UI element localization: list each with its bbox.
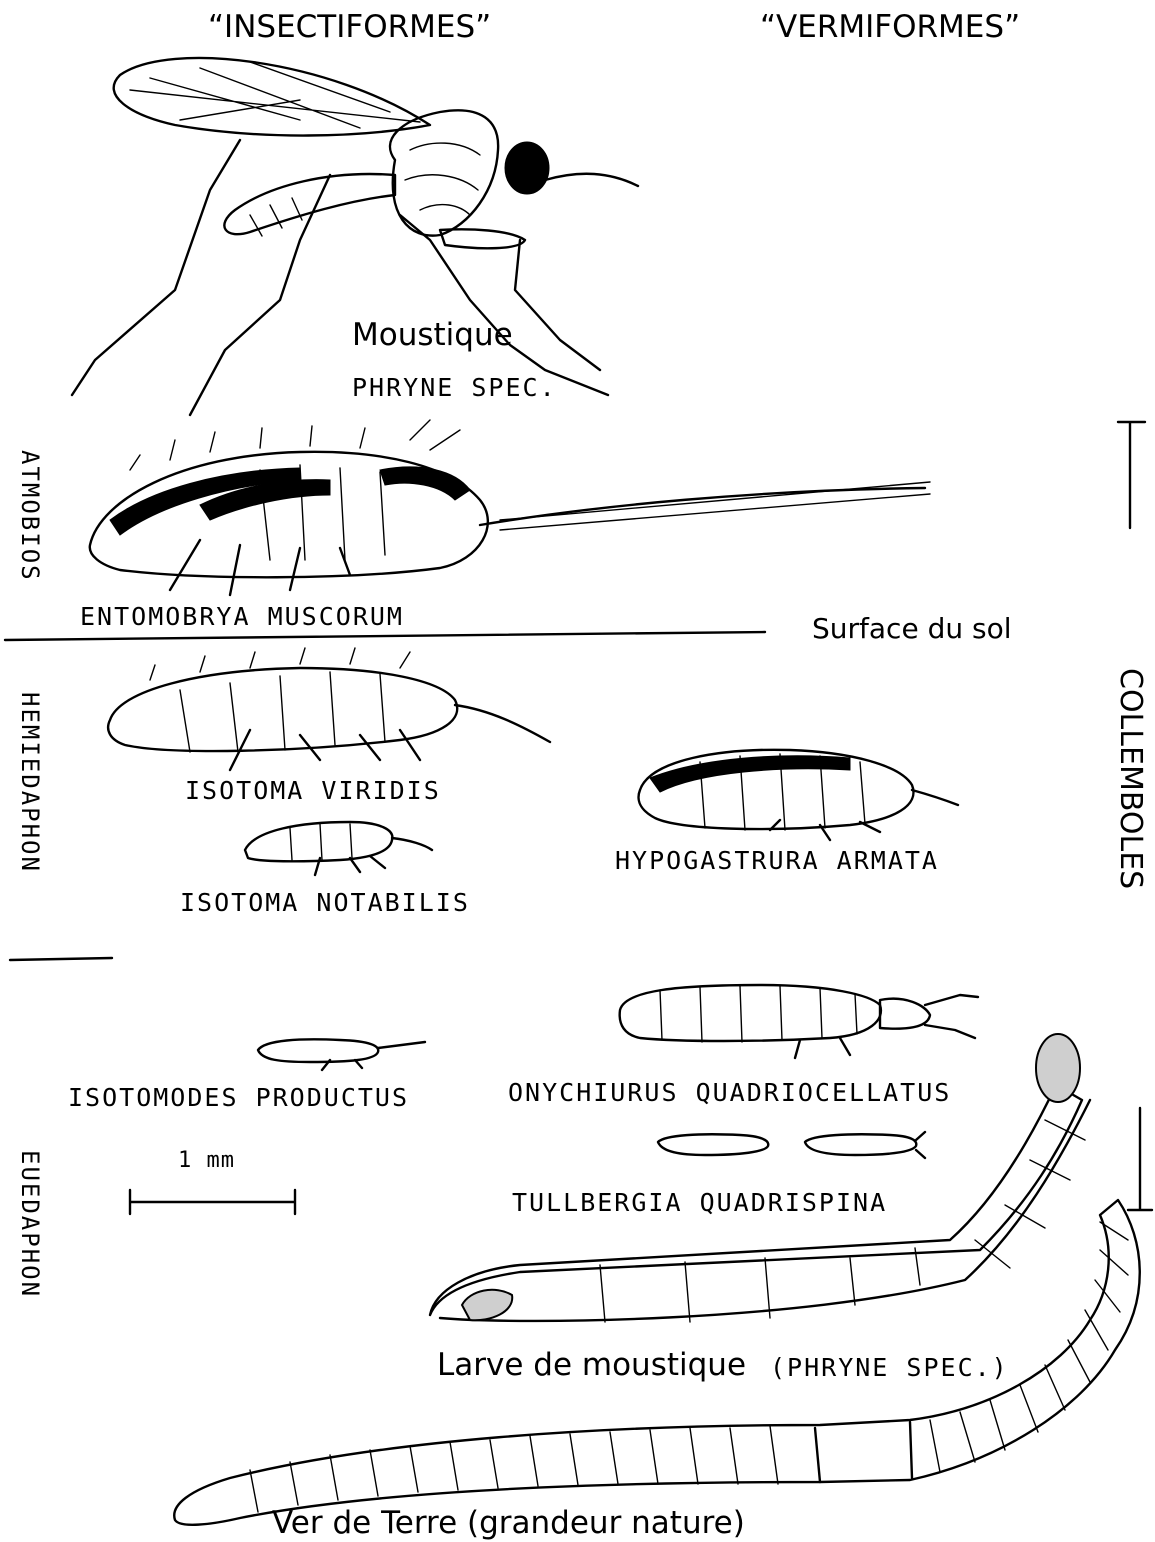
label-ver-de-terre: Ver de Terre (grandeur nature) [272, 1508, 745, 1539]
zone-label-atmobios: ATMOBIOS [18, 450, 42, 582]
label-isotoma-notabilis: ISOTOMA NOTABILIS [180, 890, 470, 915]
entomobrya-drawing [90, 420, 930, 595]
label-moustique: Moustique [352, 320, 513, 351]
label-tullbergia-quadrispina: TULLBERGIA QUADRISPINA [512, 1190, 887, 1215]
label-hypogastrura-armata: HYPOGASTRURA ARMATA [615, 848, 939, 873]
label-onychiurus-quadriocellatus: ONYCHIURUS QUADRIOCELLATUS [508, 1080, 951, 1105]
isotomodes-drawing [258, 1039, 425, 1070]
label-entomobrya-muscorum: ENTOMOBRYA MUSCORUM [80, 604, 404, 629]
soil-surface-line [5, 632, 765, 640]
label-scale-1mm: 1 mm [178, 1150, 235, 1172]
label-surface-du-sol: Surface du sol [812, 615, 1012, 643]
mosquito-drawing [72, 58, 638, 415]
hypogastrura-drawing [639, 750, 958, 840]
header-insectiformes: “INSECTIFORMES” [208, 12, 491, 43]
isotoma-notabilis-drawing [245, 822, 432, 875]
isotoma-viridis-drawing [108, 648, 550, 770]
onychiurus-drawing [620, 985, 978, 1058]
label-larve-phryne-spec: (PHRYNE SPEC.) [770, 1355, 1009, 1380]
label-isotoma-viridis: ISOTOMA VIRIDIS [185, 778, 441, 803]
label-larve-de-moustique: Larve de moustique [437, 1350, 746, 1381]
zone-label-hemiedaphon: HEMIEDAPHON [18, 692, 42, 873]
tullbergia-drawing [658, 1132, 925, 1158]
zone-label-euedaphon: EUEDAPHON [18, 1150, 42, 1298]
label-phryne-spec: PHRYNE SPEC. [352, 375, 557, 400]
label-isotomodes-productus: ISOTOMODES PRODUCTUS [68, 1085, 409, 1110]
group-label-collemboles: COLLEMBOLES [1115, 668, 1145, 889]
header-vermiformes: “VERMIFORMES” [760, 12, 1020, 43]
